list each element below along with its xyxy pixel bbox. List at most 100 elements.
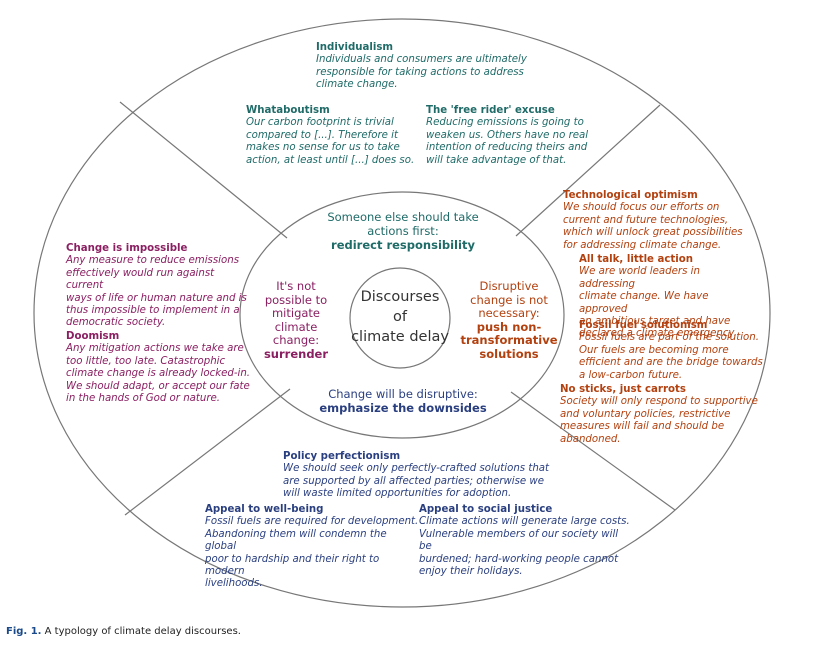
inner-right-line-2: change is not bbox=[470, 292, 548, 307]
diagram-lines bbox=[33, 18, 771, 608]
tech-optimism-title: Technological optimism bbox=[563, 190, 698, 201]
inner-left-line-1: It's not bbox=[276, 279, 316, 293]
well-being-line-1: Fossil fuels are required for developmen… bbox=[205, 516, 419, 528]
doomism-line-5: in the hands of God or nature. bbox=[66, 393, 221, 405]
discourse-change-impossible: Change is impossible Any measure to redu… bbox=[66, 243, 251, 330]
inner-left-line-5: change: bbox=[272, 333, 320, 348]
inner-right-line-3: necessary: bbox=[478, 306, 540, 321]
fossil-fuel-line-2: Our fuels are becoming more bbox=[579, 344, 729, 356]
no-sticks-title: No sticks, just carrots bbox=[560, 384, 686, 395]
middle-ellipse bbox=[239, 191, 565, 439]
tech-optimism-line-4: for addressing climate change. bbox=[563, 239, 722, 251]
divider-top-left bbox=[119, 101, 288, 239]
all-talk-line-3: an ambitious target and have bbox=[579, 316, 731, 328]
all-talk-title: All talk, little action bbox=[579, 254, 694, 265]
center-label: Discourses of climate delay bbox=[345, 287, 455, 347]
inner-right-emphasis-2: transformative bbox=[460, 333, 558, 348]
change-impossible-line-1: Any measure to reduce emissions bbox=[66, 255, 240, 267]
tech-optimism-line-1: We should focus our efforts on bbox=[563, 202, 720, 214]
whataboutism-line-3: makes no sense for us to take bbox=[246, 142, 400, 154]
discourse-fossil-fuel-solutionism: Fossil fuel solutionism Fossil fuels are… bbox=[579, 320, 769, 382]
discourse-social-justice: Appeal to social justice Climate actions… bbox=[419, 504, 634, 578]
discourse-doomism: Doomism Any mitigation actions we take a… bbox=[66, 331, 251, 405]
individualism-title: Individualism bbox=[316, 42, 394, 53]
free-rider-line-4: will take advantage of that. bbox=[426, 154, 567, 166]
whataboutism-line-1: Our carbon footprint is trivial bbox=[246, 117, 394, 129]
no-sticks-line-1: Society will only respond to supportive bbox=[560, 396, 758, 408]
inner-top-line-2: actions first: bbox=[367, 224, 439, 238]
well-being-title: Appeal to well-being bbox=[205, 504, 324, 515]
inner-right-line-1: Disruptive bbox=[479, 279, 539, 293]
discourse-whataboutism: Whataboutism Our carbon footprint is tri… bbox=[246, 105, 416, 167]
free-rider-line-2: weaken us. Others have no real bbox=[426, 129, 589, 141]
discourse-individualism: Individualism Individuals and consumers … bbox=[316, 42, 556, 92]
outer-ellipse bbox=[33, 18, 771, 608]
change-impossible-line-5: democratic society. bbox=[66, 317, 166, 329]
no-sticks-line-4: abandoned. bbox=[560, 433, 621, 445]
doomism-line-2: too little, too late. Catastrophic bbox=[66, 355, 226, 367]
center-line-3: climate delay bbox=[351, 329, 449, 345]
fossil-fuel-line-1: Fossil fuels are part of the solution. bbox=[579, 332, 759, 344]
social-justice-title: Appeal to social justice bbox=[419, 504, 553, 515]
center-circle bbox=[349, 267, 451, 369]
doomism-line-3: climate change is already locked-in. bbox=[66, 368, 251, 380]
no-sticks-line-3: measures will fail and should be bbox=[560, 421, 725, 433]
inner-top-line-1: Someone else should take bbox=[327, 210, 479, 224]
change-impossible-line-4: thus impossible to implement in a bbox=[66, 305, 240, 317]
inner-right-emphasis-1: push non- bbox=[476, 319, 542, 334]
inner-left-emphasis: surrender bbox=[263, 346, 329, 361]
discourse-no-sticks: No sticks, just carrots Society will onl… bbox=[560, 384, 765, 446]
figure-caption: Fig. 1. A typology of climate delay disc… bbox=[6, 626, 241, 637]
inner-left-line-4: climate bbox=[274, 319, 318, 334]
all-talk-line-4: declared a climate emergency. bbox=[579, 328, 737, 340]
social-justice-line-1: Climate actions will generate large cost… bbox=[419, 516, 630, 528]
all-talk-line-1: We are world leaders in addressing bbox=[579, 266, 700, 290]
fossil-fuel-line-4: a low-carbon future. bbox=[579, 369, 683, 381]
divider-top-right bbox=[515, 104, 661, 237]
individualism-line-1: Individuals and consumers are ultimately bbox=[316, 54, 527, 66]
individualism-line-3: climate change. bbox=[316, 79, 398, 91]
well-being-line-4: livelihoods. bbox=[205, 578, 263, 590]
inner-left-line-3: mitigate bbox=[271, 306, 321, 321]
fossil-fuel-line-3: efficient and are the bridge towards bbox=[579, 357, 763, 369]
all-talk-line-2: climate change. We have approved bbox=[579, 291, 709, 315]
inner-bottom-label: Change will be disruptive: emphasize the… bbox=[308, 387, 498, 415]
caption-text: A typology of climate delay discourses. bbox=[41, 626, 241, 637]
inner-left-label: It's not possible to mitigate climate ch… bbox=[258, 279, 334, 362]
free-rider-line-1: Reducing emissions is going to bbox=[426, 117, 584, 129]
change-impossible-line-2: effectively would run against current bbox=[66, 267, 215, 292]
inner-top-label: Someone else should take actions first: … bbox=[310, 210, 496, 252]
change-impossible-title: Change is impossible bbox=[66, 243, 188, 254]
divider-bottom-right bbox=[510, 391, 676, 511]
center-line-1: Discourses bbox=[360, 289, 440, 305]
policy-perfectionism-line-1: We should seek only perfectly-crafted so… bbox=[283, 463, 550, 475]
tech-optimism-line-2: current and future technologies, bbox=[563, 214, 729, 226]
divider-bottom-left bbox=[124, 388, 291, 516]
free-rider-line-3: intention of reducing theirs and bbox=[426, 142, 588, 154]
inner-bottom-emphasis: emphasize the downsides bbox=[319, 401, 487, 415]
inner-top-emphasis: redirect responsibility bbox=[331, 238, 475, 252]
policy-perfectionism-line-3: will waste limited opportunities for ado… bbox=[283, 488, 512, 500]
center-line-2: of bbox=[393, 309, 407, 325]
individualism-line-2: responsible for taking actions to addres… bbox=[316, 66, 524, 78]
discourse-tech-optimism: Technological optimism We should focus o… bbox=[563, 190, 753, 252]
inner-bottom-line-1: Change will be disruptive: bbox=[328, 387, 478, 401]
inner-right-emphasis-3: solutions bbox=[479, 346, 539, 361]
doomism-title: Doomism bbox=[66, 331, 120, 342]
free-rider-title: The 'free rider' excuse bbox=[426, 105, 555, 116]
social-justice-line-2: Vulnerable members of our society will b… bbox=[419, 528, 619, 553]
change-impossible-line-3: ways of life or human nature and is bbox=[66, 292, 247, 304]
inner-left-line-2: possible to bbox=[264, 292, 328, 307]
social-justice-line-3: burdened; hard-working people cannot bbox=[419, 553, 619, 565]
well-being-line-3: poor to hardship and their right to mode… bbox=[205, 553, 380, 578]
whataboutism-line-4: action, at least until [...] does so. bbox=[246, 154, 415, 166]
whataboutism-line-2: compared to [...]. Therefore it bbox=[246, 129, 398, 141]
policy-perfectionism-title: Policy perfectionism bbox=[283, 451, 401, 462]
discourse-policy-perfectionism: Policy perfectionism We should seek only… bbox=[283, 451, 553, 501]
policy-perfectionism-line-2: are supported by all affected parties; o… bbox=[283, 475, 545, 487]
discourse-free-rider: The 'free rider' excuse Reducing emissio… bbox=[426, 105, 596, 167]
fossil-fuel-title: Fossil fuel solutionism bbox=[579, 320, 708, 331]
social-justice-line-4: enjoy their holidays. bbox=[419, 566, 523, 578]
caption-label: Fig. 1. bbox=[6, 626, 42, 637]
well-being-line-2: Abandoning them will condemn the global bbox=[205, 528, 387, 553]
